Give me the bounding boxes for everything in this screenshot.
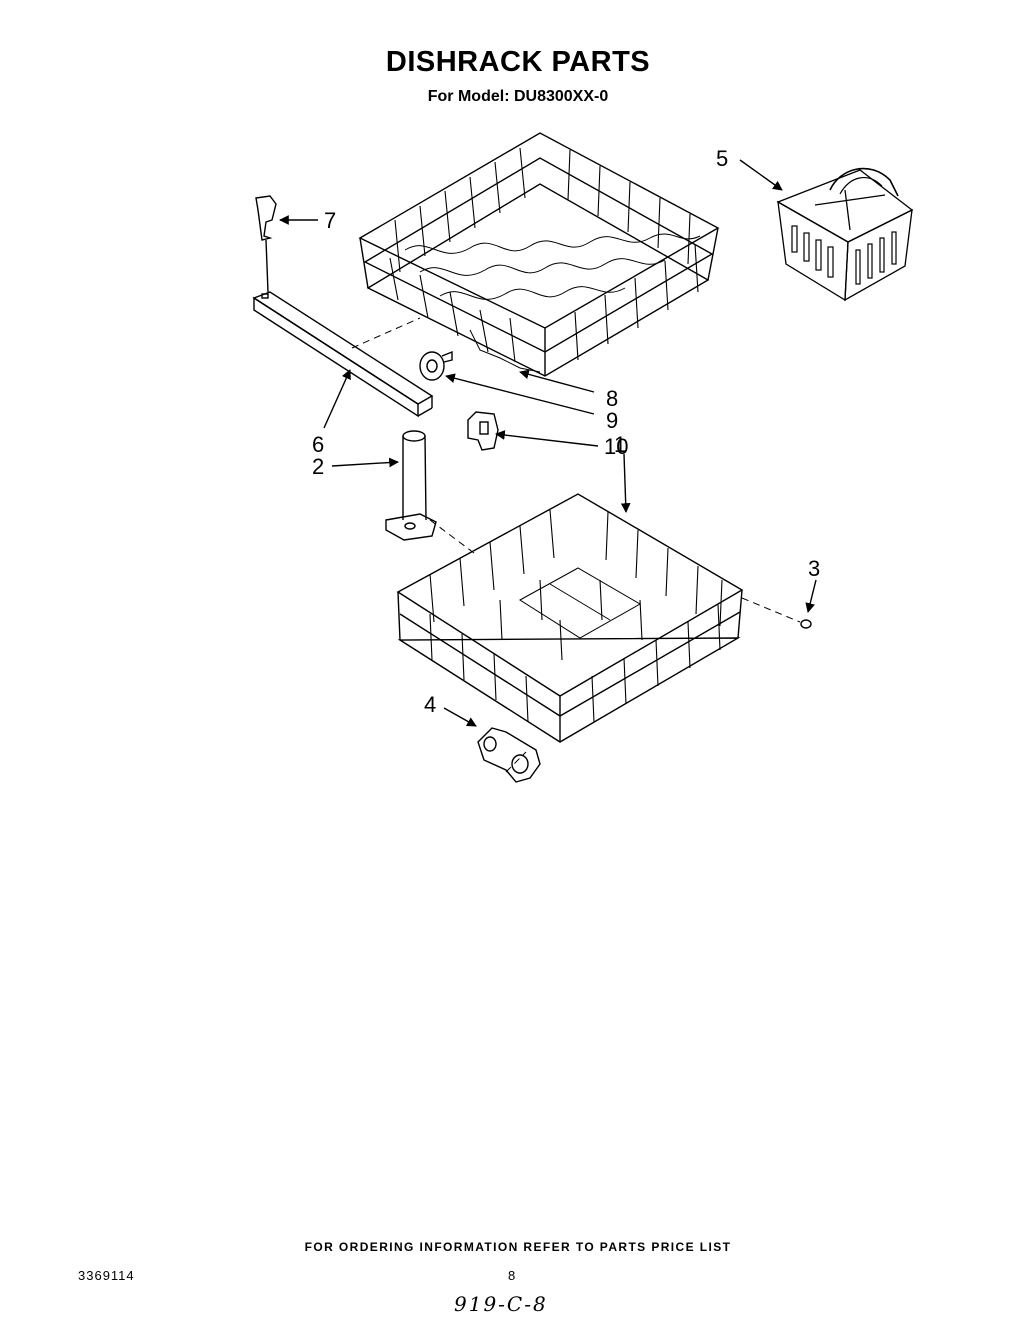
rack-track-rail xyxy=(252,291,434,418)
lower-rack-roller-assembly xyxy=(477,727,541,783)
rail-end-cap xyxy=(467,411,499,451)
callout-2: 2 xyxy=(312,454,324,479)
page-number: 8 xyxy=(508,1268,516,1283)
callout-9: 9 xyxy=(606,408,618,433)
upper-dishrack xyxy=(358,132,720,377)
page-title: DISHRACK PARTS xyxy=(385,46,651,78)
rack-stop-clip xyxy=(255,195,277,293)
callout-4: 4 xyxy=(424,692,436,717)
callout-3: 3 xyxy=(808,556,820,581)
callout-7: 7 xyxy=(324,208,336,233)
ordering-note: FOR ORDERING INFORMATION REFER TO PARTS … xyxy=(304,1240,732,1254)
alignment-dashed-lines xyxy=(351,317,801,773)
rack-bumper xyxy=(800,619,812,629)
callout-leader-lines xyxy=(279,159,817,727)
lower-dishrack xyxy=(396,493,744,743)
callout-8: 8 xyxy=(606,386,618,411)
rack-stop-post xyxy=(385,430,437,541)
model-subtitle: For Model: DU8300XX-0 xyxy=(427,88,609,105)
callout-6: 6 xyxy=(312,432,324,457)
callout-1: 1 xyxy=(614,432,626,457)
callout-10: 10 xyxy=(604,434,628,459)
document-number: 3369114 xyxy=(78,1268,135,1283)
handwritten-note: 919-C-8 xyxy=(454,1292,548,1316)
silverware-basket xyxy=(776,167,914,302)
callout-5: 5 xyxy=(716,146,728,171)
roller-wheel xyxy=(419,350,453,381)
